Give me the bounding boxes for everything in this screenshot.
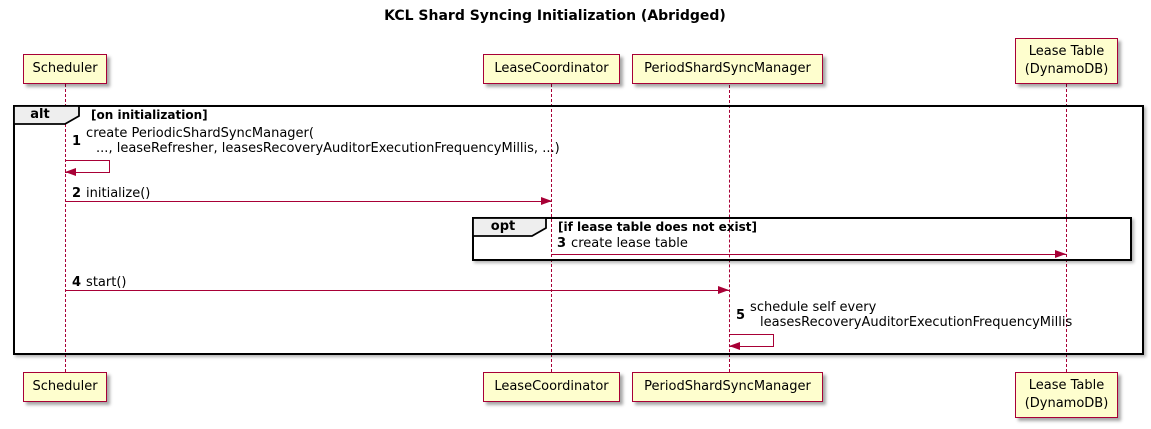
opt-operator-label: opt bbox=[490, 219, 516, 234]
message-3-arrowhead-icon bbox=[1055, 250, 1066, 258]
participant-scheduler-bottom: Scheduler bbox=[23, 372, 107, 402]
participant-lease-coordinator-top: LeaseCoordinator bbox=[483, 54, 620, 84]
message-3-label: 3 create lease table bbox=[557, 236, 688, 251]
alt-operator-label: alt bbox=[30, 107, 50, 122]
participant-lease-table-top: Lease Table (DynamoDB) bbox=[1015, 38, 1118, 84]
message-5-label: 5 schedule self every leasesRecoveryAudi… bbox=[736, 300, 1072, 331]
message-5-text-line2: leasesRecoveryAuditorExecutionFrequencyM… bbox=[760, 315, 1073, 331]
lifeline-period-shard-sync-manager bbox=[729, 85, 730, 372]
message-5-arrowhead-icon bbox=[729, 342, 740, 350]
message-1-text-line1: create PeriodicShardSyncManager( bbox=[86, 126, 314, 141]
message-4-arrowhead-icon bbox=[718, 286, 729, 294]
message-4-arrow bbox=[65, 290, 729, 291]
message-3-text: create lease table bbox=[571, 236, 688, 251]
message-4-label: 4 start() bbox=[72, 275, 126, 290]
message-1-self-arrow bbox=[65, 160, 110, 173]
message-1-arrowhead-icon bbox=[65, 168, 76, 176]
message-2-number: 2 bbox=[72, 186, 82, 201]
participant-period-shard-sync-manager-top: PeriodShardSyncManager bbox=[632, 54, 823, 84]
message-3-arrow bbox=[551, 254, 1066, 255]
message-1-text-line2: ..., leaseRefresher, leasesRecoveryAudit… bbox=[96, 141, 560, 157]
opt-frame: opt [if lease table does not exist] bbox=[472, 217, 1132, 261]
opt-condition-label: [if lease table does not exist] bbox=[558, 220, 758, 234]
message-2-text: initialize() bbox=[86, 186, 151, 201]
opt-operator-tag-shape bbox=[472, 217, 547, 237]
participant-lease-coordinator-bottom: LeaseCoordinator bbox=[483, 372, 620, 402]
diagram-title: KCL Shard Syncing Initialization (Abridg… bbox=[384, 8, 726, 24]
message-5-self-arrow bbox=[729, 334, 774, 347]
message-5-number: 5 bbox=[736, 307, 746, 323]
message-2-arrow bbox=[65, 201, 552, 202]
alt-condition-label: [on initialization] bbox=[91, 108, 208, 122]
participant-period-shard-sync-manager-bottom: PeriodShardSyncManager bbox=[632, 372, 823, 402]
participant-lease-table-bottom: Lease Table (DynamoDB) bbox=[1015, 372, 1118, 418]
alt-operator-tag-shape bbox=[13, 105, 80, 125]
message-2-label: 2 initialize() bbox=[72, 186, 150, 201]
lifeline-lease-table bbox=[1066, 84, 1067, 372]
message-3-number: 3 bbox=[557, 236, 567, 251]
message-4-text: start() bbox=[86, 275, 127, 290]
lifeline-lease-coordinator bbox=[551, 84, 552, 372]
message-1-label: 1 create PeriodicShardSyncManager( ..., … bbox=[72, 126, 560, 157]
alt-frame: alt [on initialization] bbox=[13, 105, 1144, 355]
participant-scheduler-top: Scheduler bbox=[23, 54, 107, 84]
message-5-text-line1: schedule self every bbox=[750, 300, 877, 315]
message-1-number: 1 bbox=[72, 133, 82, 149]
lifeline-scheduler bbox=[65, 84, 66, 372]
message-2-arrowhead-icon bbox=[541, 197, 552, 205]
message-4-number: 4 bbox=[72, 275, 82, 290]
